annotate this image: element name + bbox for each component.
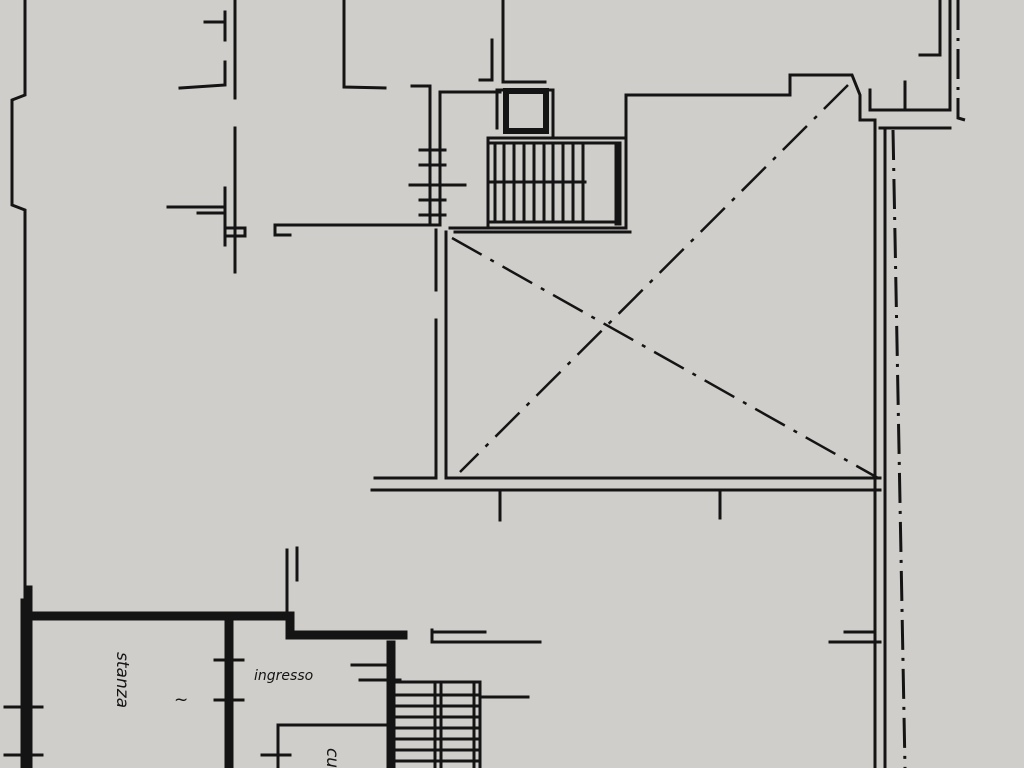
room-label-stanza: stanza [112, 652, 132, 709]
right-lower-stubs [828, 630, 882, 644]
void-room [370, 73, 882, 522]
lower-thin-walls [3, 546, 542, 768]
room-note: ~ [174, 690, 189, 710]
right-dashed-line [891, 0, 966, 768]
upper-middle-wall [273, 0, 502, 237]
lower-stair [393, 680, 530, 768]
upper-stair [448, 136, 632, 234]
shaft [478, 0, 555, 137]
room-label-ingresso: ingresso [254, 668, 314, 684]
right-outer-wall [858, 0, 952, 768]
lower-thick-walls [23, 585, 408, 768]
left-partition [166, 0, 247, 274]
room-label-cu: cu [322, 747, 343, 768]
void-diagonals [451, 84, 879, 480]
left-outer-wall [10, 0, 27, 602]
